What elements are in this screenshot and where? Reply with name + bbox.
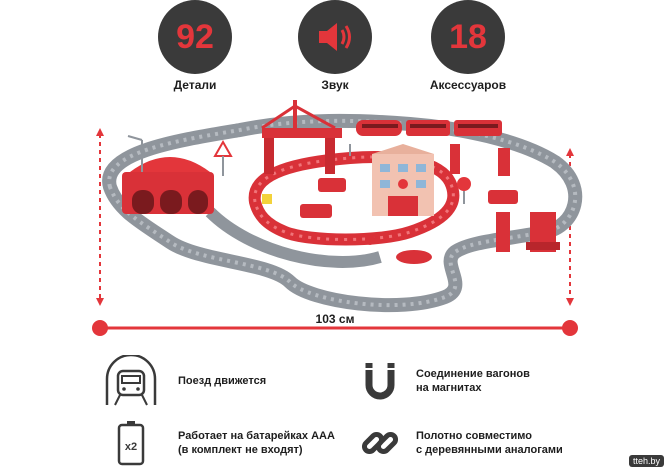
battery-x2-icon: x2 (100, 412, 162, 474)
tunnel (122, 157, 214, 214)
stat-parts: 92 Детали (150, 0, 240, 92)
railway-set-illustration (92, 100, 583, 336)
accessories (127, 135, 471, 245)
magnet-icon (360, 350, 400, 412)
accessories-count-badge: 18 (431, 0, 505, 74)
watermark: tteh.by (628, 455, 664, 467)
sound-label: Звук (321, 78, 349, 92)
feature-magnets-text: Соединение вагонов на магнитах (416, 368, 530, 394)
width-dimension-label: 103 см (315, 312, 355, 326)
feature-batteries-text: Работает на батарейках ААА (в комплект н… (178, 430, 335, 456)
feature-train-moves: Поезд движется (100, 350, 266, 412)
feature-train-moves-text: Поезд движется (178, 375, 267, 387)
chain-link-icon (360, 412, 400, 474)
stat-accessories: 18 Аксессуаров (423, 0, 513, 92)
feature-compatible: Полотно совместимо с деревянными аналога… (360, 412, 563, 474)
accessories-label: Аксессуаров (429, 78, 507, 92)
train-tunnel-icon (100, 350, 162, 412)
fire-station (372, 144, 434, 216)
speaker-icon (298, 0, 372, 74)
train (356, 120, 502, 136)
viaduct (450, 144, 560, 252)
dimension-endpoint-left (92, 320, 108, 336)
bridge (261, 100, 342, 174)
parts-label: Детали (173, 78, 217, 92)
feature-magnets: Соединение вагонов на магнитах (360, 350, 530, 412)
feature-batteries: x2 Работает на батарейках ААА (в комплек… (100, 412, 335, 474)
feature-compatible-text: Полотно совместимо с деревянными аналога… (416, 430, 563, 456)
stat-sound: Звук (290, 0, 380, 92)
svg-text:x2: x2 (125, 441, 137, 453)
parts-count-badge: 92 (158, 0, 232, 74)
dimension-endpoint-right (562, 320, 578, 336)
toy-cars (300, 178, 518, 264)
